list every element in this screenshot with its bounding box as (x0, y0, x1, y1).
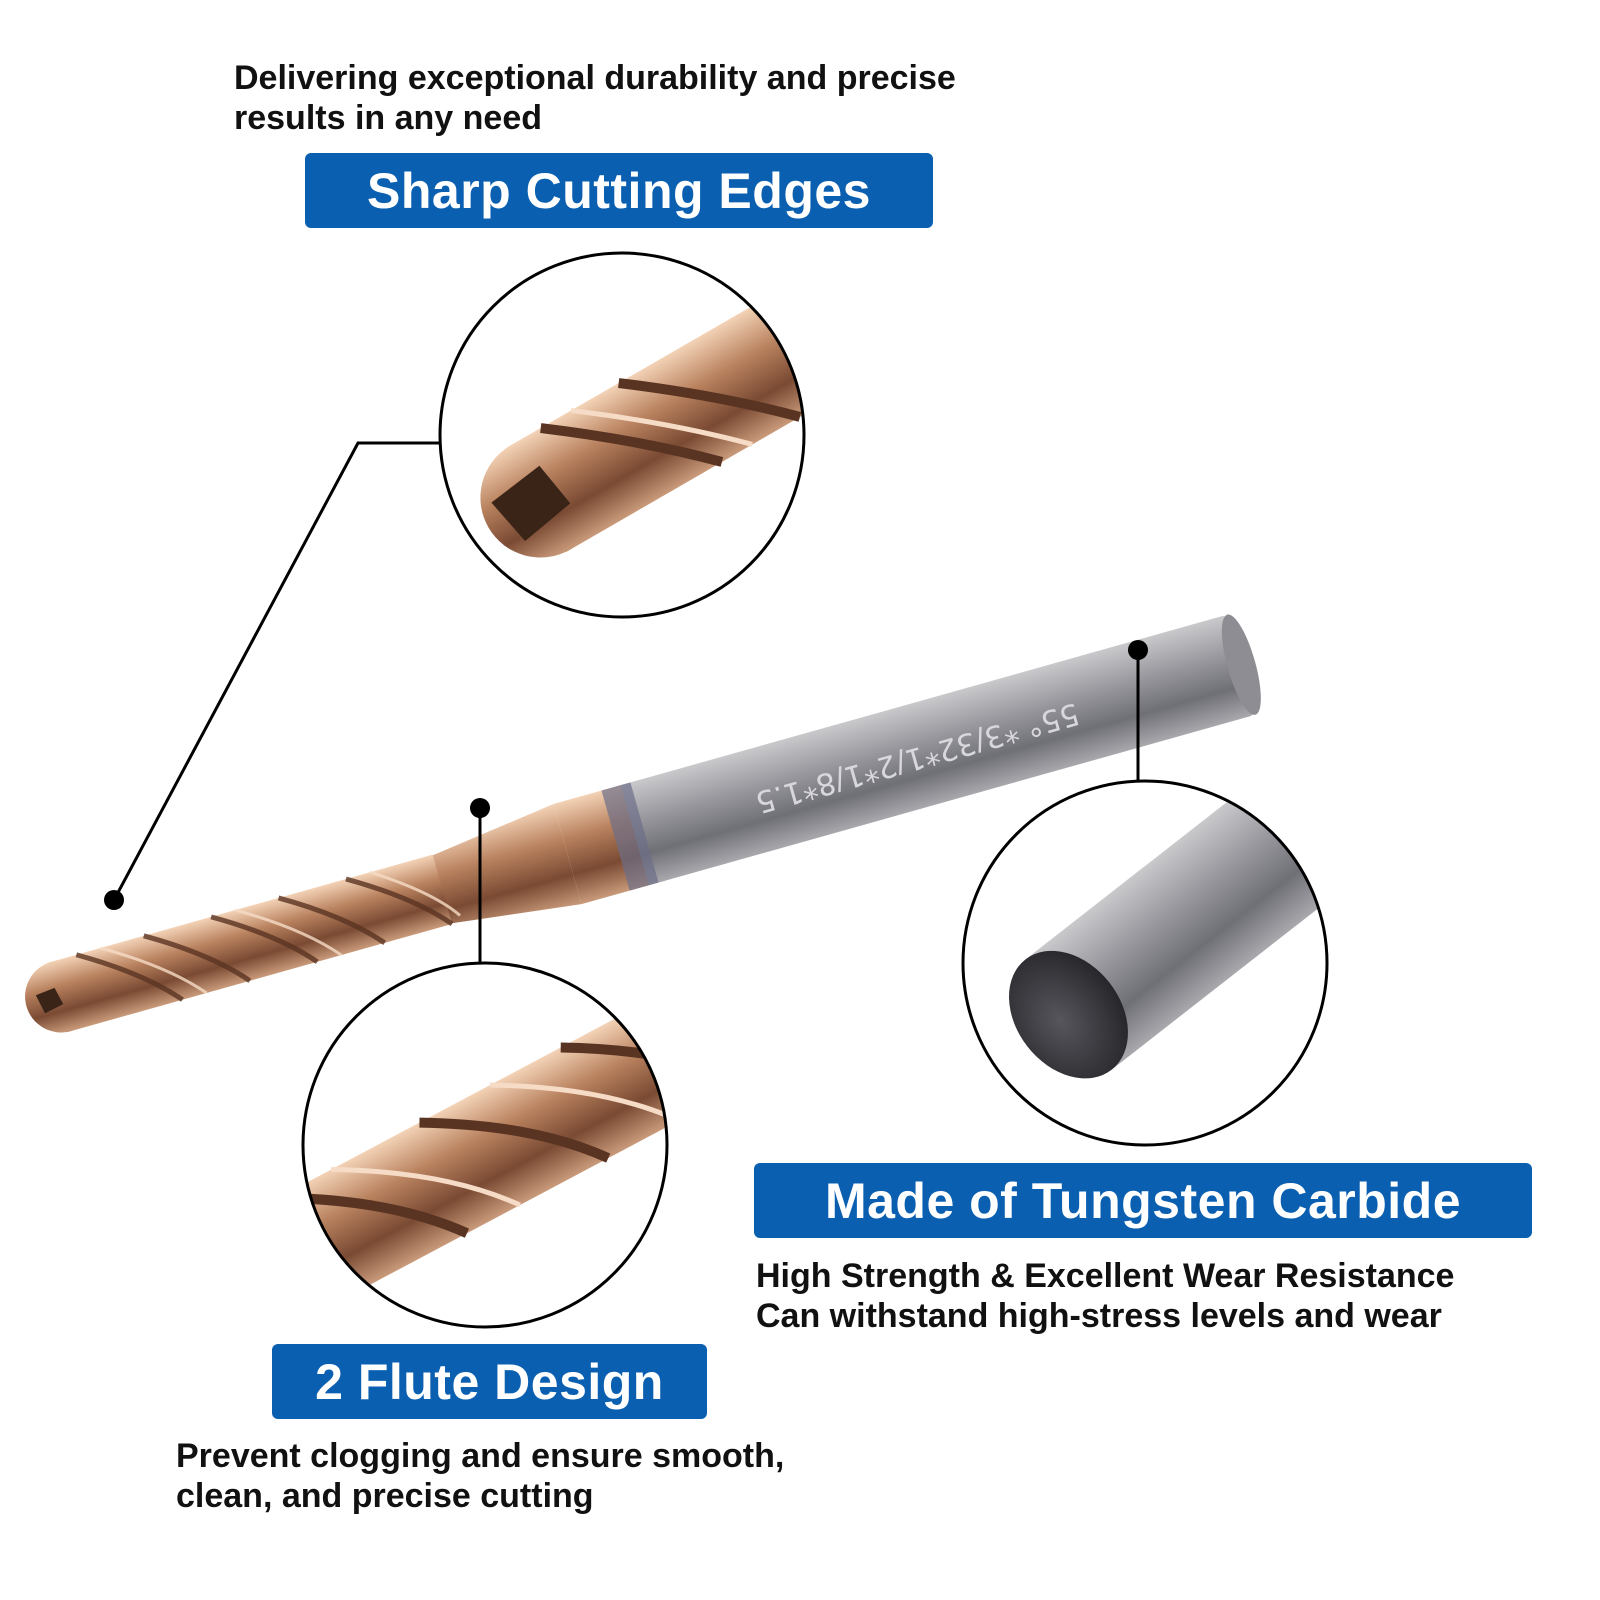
callout-dot-shank (1128, 640, 1148, 660)
ball-nose (25, 960, 98, 1033)
flute-description-line2: clean, and precise cutting (176, 1477, 594, 1515)
material-description-line2: Can withstand high-stress levels and wea… (756, 1297, 1442, 1335)
callout-lines (112, 441, 1140, 962)
zoom-shank-end (963, 781, 1327, 1145)
zoom-cutting-edge (440, 253, 804, 617)
material-title-banner: Made of Tungsten Carbide (754, 1163, 1532, 1238)
callout-dot-tip (104, 890, 124, 910)
cutting-description-line2: results in any need (234, 99, 542, 137)
cutting-description-line1: Delivering exceptional durability and pr… (234, 59, 956, 97)
tool-neck (423, 804, 582, 925)
callout-dot-flute (470, 798, 490, 818)
shank-end (1221, 614, 1261, 715)
zoom-flutes (303, 963, 667, 1327)
flute-description-line1: Prevent clogging and ensure smooth, (176, 1437, 785, 1475)
flute-title-banner: 2 Flute Design (272, 1344, 707, 1419)
cutting-title-banner: Sharp Cutting Edges (305, 153, 933, 228)
end-mill-tool: 55° *3/32*1/2*1/8*1.5 (25, 614, 1261, 1033)
material-description-line1: High Strength & Excellent Wear Resistanc… (756, 1257, 1455, 1295)
tool-shank (612, 616, 1255, 887)
fluted-body (47, 854, 453, 1033)
